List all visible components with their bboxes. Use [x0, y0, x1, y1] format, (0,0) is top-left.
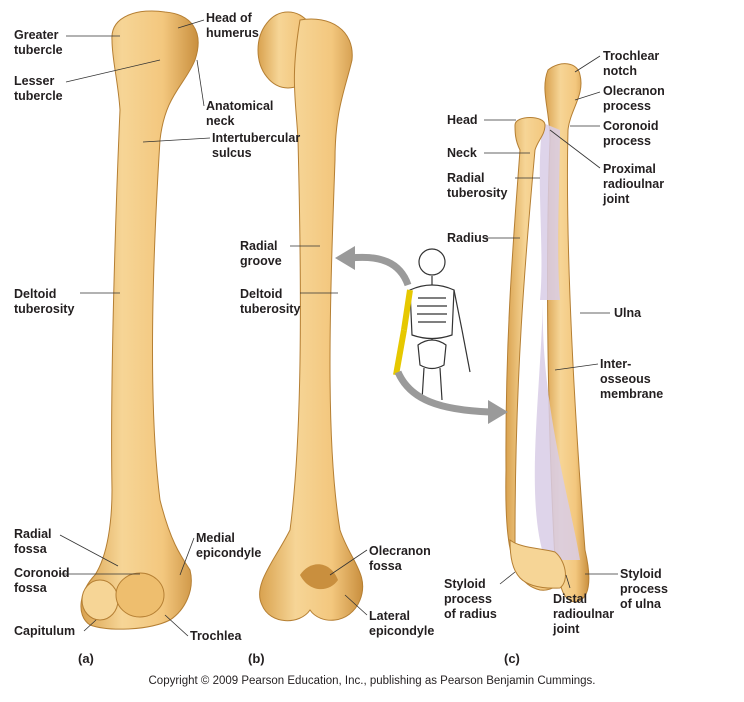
leader-lines [59, 19, 618, 637]
arrow-to-forearm [394, 370, 491, 416]
arrow-to-humerus [349, 253, 412, 287]
humerus-anterior [80, 10, 199, 630]
label-trochlea: Trochlea [190, 629, 242, 643]
panel-label-c: (c) [504, 651, 520, 666]
panel-label-a: (a) [78, 651, 94, 666]
label-ulna: Ulna [614, 306, 642, 320]
humerus-posterior [257, 11, 364, 622]
radius-ulna [505, 63, 590, 603]
label-capitulum: Capitulum [14, 624, 76, 638]
label-radius: Radius [447, 231, 489, 245]
label-head: Head [447, 113, 478, 127]
copyright-notice: Copyright © 2009 Pearson Education, Inc.… [148, 675, 596, 687]
panel-label-b: (b) [248, 651, 265, 666]
label-neck: Neck [447, 146, 477, 160]
skeleton-diagram [393, 248, 471, 401]
